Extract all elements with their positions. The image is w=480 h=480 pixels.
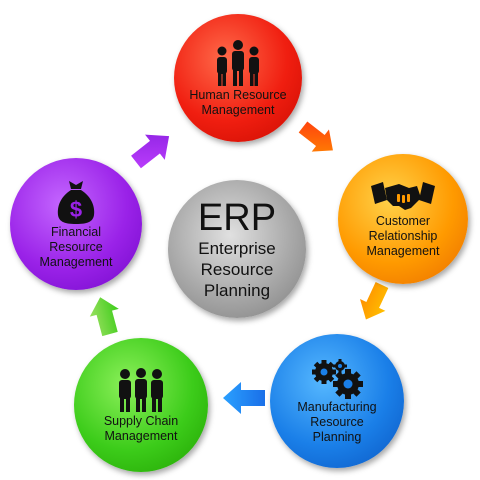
node-label-line-1: Human Resource	[189, 88, 287, 102]
node-financial-resource-management: $ Financial Resource Management	[10, 158, 142, 290]
arrow-crm-to-mrp	[360, 282, 389, 320]
node-supply-chain-management: Supply Chain Management	[74, 338, 208, 472]
node-human-resource-management: Human Resource Management	[174, 14, 302, 142]
svg-text:$: $	[70, 197, 82, 222]
handshake-icon	[371, 181, 435, 210]
center-erp-circle: ERP Enterprise Resource Planning	[168, 180, 306, 318]
node-label-line-1: Customer	[375, 213, 431, 228]
gears-icon	[312, 358, 363, 399]
node-manufacturing-resource-planning: Manufacturing Resource Planning	[270, 334, 404, 468]
arrow-hr-to-crm	[298, 121, 333, 152]
arrow-scm-to-fin	[89, 297, 119, 337]
node-label-line-1: Manufacturing	[297, 399, 377, 414]
node-label-line-1: Financial	[50, 224, 102, 239]
people-icon	[119, 368, 163, 412]
node-label-line-1: Supply Chain	[103, 414, 179, 428]
arrow-mrp-to-scm	[223, 382, 265, 414]
center-subtitle-line-1: Enterprise	[198, 238, 276, 258]
money-bag-icon: $	[57, 180, 95, 224]
node-label-line-2: Relationship	[368, 228, 438, 243]
node-customer-relationship-management: Customer Relationship Management	[338, 154, 468, 284]
center-title: ERP	[197, 196, 277, 239]
arrow-fin-to-hr	[131, 134, 170, 169]
node-label-line-2: Management	[104, 429, 178, 443]
node-label-line-2: Resource	[310, 414, 364, 429]
node-label-line-3: Management	[39, 254, 113, 269]
node-label-line-3: Management	[366, 243, 440, 258]
node-label-line-2: Management	[201, 103, 275, 117]
node-label-line-3: Planning	[312, 429, 362, 444]
center-subtitle-line-3: Planning	[203, 280, 271, 300]
center-subtitle-line-2: Resource	[200, 259, 274, 279]
people-icon	[217, 40, 259, 86]
node-label-line-2: Resource	[49, 239, 103, 254]
